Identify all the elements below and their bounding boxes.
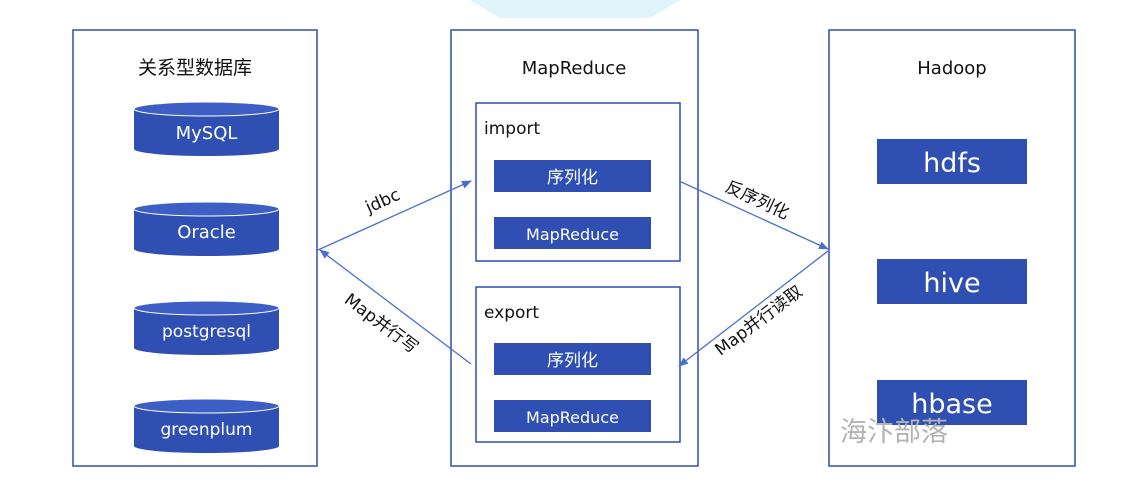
arrow-deserialize — [678, 180, 829, 250]
arrow-jdbc — [317, 180, 472, 251]
label-jdbc: jdbc — [362, 185, 404, 218]
db-cylinder-postgresql: postgresql — [133, 300, 280, 355]
watermark: 海汴部落 — [840, 417, 948, 448]
db-label-mysql: MySQL — [176, 123, 238, 144]
db-cylinder-oracle: Oracle — [133, 201, 280, 256]
db-cylinder-mysql: MySQL — [133, 101, 280, 156]
hadoop-title: Hadoop — [917, 58, 986, 79]
arrow-map-read — [678, 250, 829, 367]
import-serialize-label: 序列化 — [547, 168, 598, 188]
top-decoration — [470, 0, 680, 18]
export-label: export — [484, 303, 539, 323]
export-mapreduce-step — [494, 400, 651, 432]
db-label-postgresql: postgresql — [162, 322, 251, 342]
store-label-hbase: hbase — [911, 389, 992, 420]
db-cylinder-greenplum: greenplum — [133, 398, 280, 453]
store-label-hive: hive — [923, 268, 980, 299]
store-hdfs — [877, 139, 1027, 184]
export-mapreduce-label: MapReduce — [526, 408, 619, 427]
store-hive — [877, 259, 1027, 304]
relational-db-title: 关系型数据库 — [138, 57, 252, 79]
db-label-oracle: Oracle — [177, 222, 236, 243]
mapreduce-title: MapReduce — [522, 58, 627, 79]
db-label-greenplum: greenplum — [161, 420, 253, 440]
export-serialize-step — [494, 343, 651, 375]
export-serialize-label: 序列化 — [547, 351, 598, 371]
import-mapreduce-label: MapReduce — [526, 225, 619, 244]
import-mapreduce-step — [494, 217, 651, 249]
store-label-hdfs: hdfs — [923, 148, 981, 179]
import-label: import — [484, 119, 540, 139]
label-map-write: Map并行写 — [340, 290, 421, 358]
label-map-read: Map并行读取 — [711, 282, 806, 360]
import-serialize-step — [494, 160, 651, 192]
arrow-map-write — [319, 249, 472, 365]
store-hbase — [877, 380, 1027, 425]
